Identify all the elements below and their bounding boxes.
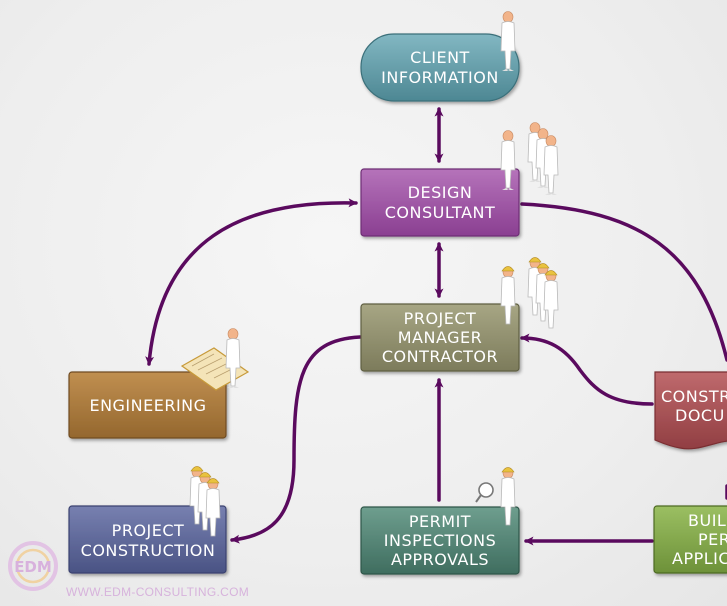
engineering-label: ENGINEERING bbox=[89, 396, 206, 415]
group-workers-icon bbox=[500, 257, 559, 329]
svg-text:EDM: EDM bbox=[14, 558, 52, 576]
arrow-design-docs bbox=[520, 202, 727, 362]
website-url[interactable]: WWW.EDM-CONSULTING.COM bbox=[66, 585, 250, 599]
connector-arrows bbox=[145, 107, 727, 546]
node-engineering[interactable]: ENGINEERING bbox=[68, 371, 227, 439]
arrow-docs-pm bbox=[520, 333, 654, 406]
drafting-table-icon bbox=[180, 328, 250, 391]
arrow-design-engineering bbox=[145, 198, 358, 366]
edm-logo: EDM bbox=[8, 541, 58, 591]
group-people-icon bbox=[500, 122, 559, 196]
arrow-pm-construction bbox=[230, 335, 362, 544]
inspector-icon bbox=[475, 467, 516, 526]
